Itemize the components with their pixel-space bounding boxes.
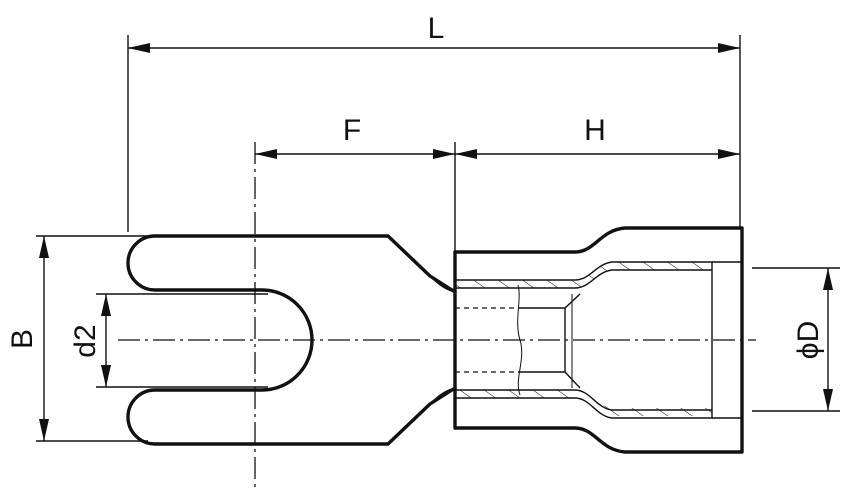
dimension-d2: d2 — [69, 293, 268, 388]
break-line — [517, 284, 523, 396]
arrowhead — [128, 43, 150, 53]
label-F: F — [343, 114, 361, 147]
arrowhead — [718, 149, 740, 159]
arrowhead — [433, 149, 455, 159]
hidden-line-tube — [455, 307, 518, 373]
dimension-L: L — [127, 12, 741, 232]
label-H: H — [584, 114, 606, 147]
label-phiD: ϕD — [792, 321, 825, 359]
arrowhead — [101, 294, 111, 316]
label-B: B — [6, 329, 39, 349]
label-d2: d2 — [69, 324, 102, 357]
dimension-B: B — [6, 235, 148, 442]
dimension-H: H — [455, 114, 740, 159]
label-L: L — [428, 12, 445, 45]
dimension-phiD: ϕD — [752, 267, 840, 412]
arrowhead — [101, 365, 111, 387]
hatch-bottom — [455, 390, 712, 416]
arrowhead — [823, 268, 833, 290]
dimension-F: F — [255, 114, 456, 252]
sleeve-outer-outline — [453, 226, 744, 454]
barrel-inner-tube — [518, 293, 581, 389]
fork-neck-top — [429, 275, 456, 293]
hatch-top — [455, 262, 712, 288]
arrowhead — [455, 149, 477, 159]
arrowhead — [823, 389, 833, 411]
arrowhead — [39, 236, 49, 258]
spade-fork-outline — [126, 234, 457, 446]
arrowhead — [255, 149, 277, 159]
arrowhead — [39, 419, 49, 441]
fork-neck-bottom — [429, 387, 456, 405]
arrowhead — [718, 43, 740, 53]
sleeve-inner-bore — [455, 261, 713, 419]
